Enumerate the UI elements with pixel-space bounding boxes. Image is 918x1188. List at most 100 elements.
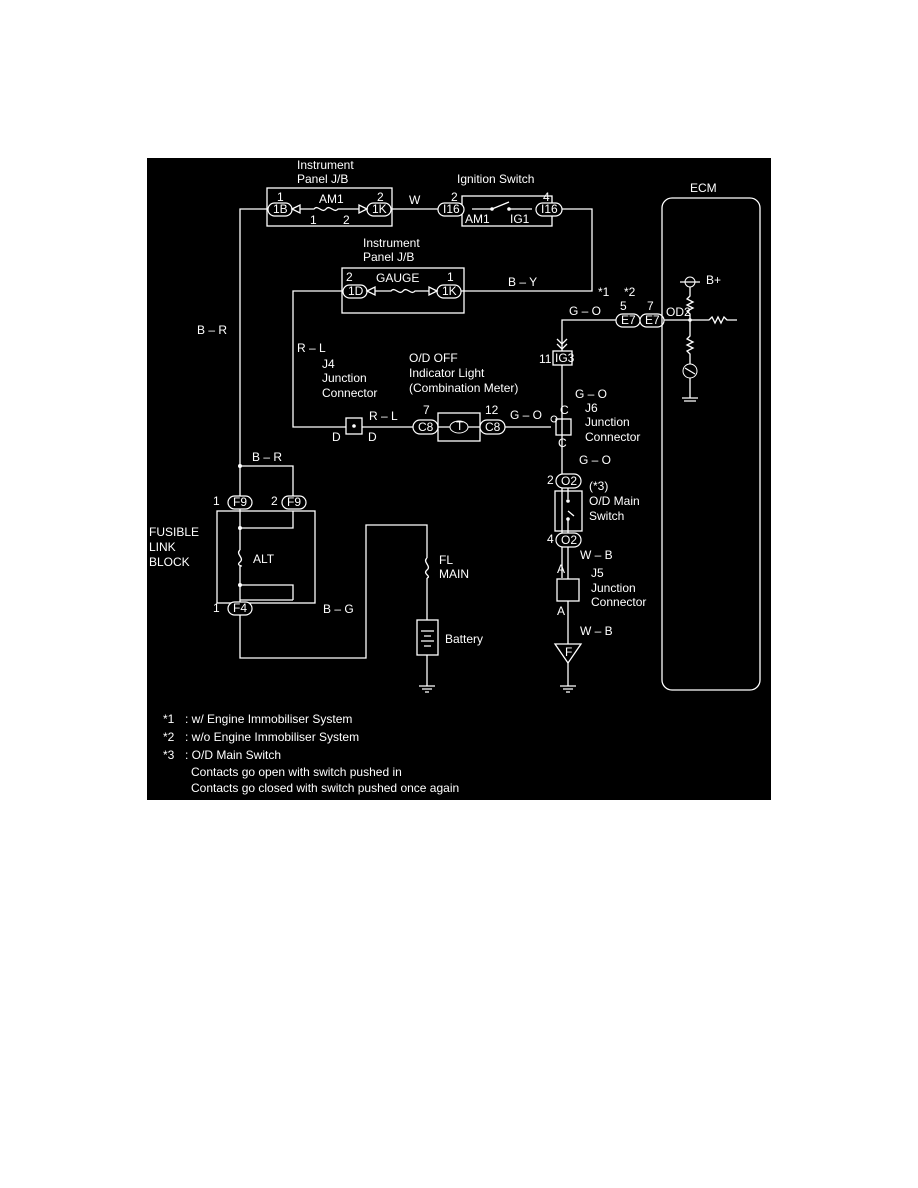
svg-text:F9: F9 xyxy=(233,495,247,509)
sup1-label: *1 xyxy=(598,285,610,299)
b-plus-label: B+ xyxy=(706,273,721,287)
fusible-link-label-line2: LINK xyxy=(149,540,176,554)
alt-fuse-symbol xyxy=(237,549,243,567)
note-1-text: : w/ Engine Immobiliser System xyxy=(185,712,352,726)
pin-label: 1 xyxy=(277,190,284,204)
ip-jb-mid-label-line1: Instrument xyxy=(363,236,420,250)
j6-label-line3: Connector xyxy=(585,430,640,444)
pin-label: 4 xyxy=(543,190,550,204)
j4-label-line3: Connector xyxy=(322,386,377,400)
sup2-label: *2 xyxy=(624,285,636,299)
pin-label: 2 xyxy=(377,190,384,204)
connector-o2-top: O2 xyxy=(555,473,582,489)
pin-label: 1 xyxy=(310,213,317,227)
connector-ig3: IG3 xyxy=(552,350,575,366)
note-1-mark: *1 xyxy=(163,712,175,726)
od-main-label-line3: Switch xyxy=(589,509,624,523)
am1-terminal-label: AM1 xyxy=(465,212,490,226)
bulb-icon xyxy=(449,420,469,434)
wiring-diagram: Instrument Panel J/B 1 AM1 2 1 2 1B 1K I… xyxy=(147,158,771,800)
svg-text:O2: O2 xyxy=(561,533,577,547)
pin-label: 2 xyxy=(271,494,278,508)
fl-main-label-line1: FL xyxy=(439,553,453,567)
pin-label: 1 xyxy=(213,494,220,508)
note-3-detail-1: Contacts go open with switch pushed in xyxy=(191,765,402,779)
diagram-background xyxy=(147,158,771,800)
j6-label-line1: J6 xyxy=(585,401,598,415)
pin-label: 12 xyxy=(485,403,499,417)
pin-label: D xyxy=(332,430,341,444)
od-off-label-line3: (Combination Meter) xyxy=(409,381,518,395)
fl-main-fuse-symbol xyxy=(424,557,430,579)
svg-text:1B: 1B xyxy=(273,202,288,216)
am1-fuse-label: AM1 xyxy=(319,192,344,206)
wire-g-o-j6-lower-label: G – O xyxy=(579,453,611,467)
ignition-switch-label: Ignition Switch xyxy=(457,172,534,186)
svg-text:I16: I16 xyxy=(443,202,460,216)
alt-fuse-label: ALT xyxy=(253,552,275,566)
svg-text:C8: C8 xyxy=(485,420,501,434)
pin-label: 1 xyxy=(213,601,220,615)
wire-b-r-fusible-label: B – R xyxy=(252,450,282,464)
wire-r-l-vertical xyxy=(292,290,346,428)
connector-e7-a: E7 xyxy=(615,313,641,328)
od-main-label-line1: (*3) xyxy=(589,479,608,493)
ecm-box xyxy=(661,197,761,691)
j5-label-line2: Junction xyxy=(591,581,636,595)
connector-c8-left: C8 xyxy=(412,419,439,435)
note-3-detail-2: Contacts go closed with switch pushed on… xyxy=(191,781,459,795)
wire-b-y xyxy=(461,208,593,292)
od2-label: OD2 xyxy=(666,305,691,319)
note-3-mark: *3 xyxy=(163,748,175,762)
wire-b-g-label: B – G xyxy=(323,602,354,616)
svg-text:C8: C8 xyxy=(418,420,434,434)
j6-label-line2: Junction xyxy=(585,415,630,429)
svg-text:1K: 1K xyxy=(442,284,457,298)
pin-label: A xyxy=(557,562,565,576)
od-off-label-line1: O/D OFF xyxy=(409,351,458,365)
wire-r-l-vertical-label: R – L xyxy=(297,341,326,355)
pin-label: 2 xyxy=(547,473,554,487)
wire-b-r-fusible xyxy=(240,465,294,496)
j4-junction-box xyxy=(345,417,363,435)
pin-label: 2 xyxy=(451,190,458,204)
connector-f9-right: F9 xyxy=(281,495,307,510)
od-off-label-line2: Indicator Light xyxy=(409,366,485,380)
pin-label: D xyxy=(368,430,377,444)
battery-label: Battery xyxy=(445,632,483,646)
wire-g-o-top xyxy=(561,319,616,351)
pin-label: 11 xyxy=(539,352,552,366)
connector-f9-left: F9 xyxy=(227,495,253,510)
gauge-fuse-label: GAUGE xyxy=(376,271,419,285)
ip-jb-top-label-line1: Instrument xyxy=(297,158,354,172)
wire-w-b-lower-label: W – B xyxy=(580,624,613,638)
wire-r-l-horizontal-label: R – L xyxy=(369,409,398,423)
svg-text:1K: 1K xyxy=(372,202,387,216)
connector-c8-right: C8 xyxy=(479,419,506,435)
ig1-terminal-label: IG1 xyxy=(510,212,530,226)
ip-jb-top-box xyxy=(266,187,393,227)
j5-label-line3: Connector xyxy=(591,595,646,609)
pin-label: 2 xyxy=(343,213,350,227)
connector-i16-right: I16 xyxy=(535,202,563,217)
svg-text:I16: I16 xyxy=(541,202,558,216)
fusible-link-label-line3: BLOCK xyxy=(149,555,190,569)
pin-label: C xyxy=(560,403,569,417)
j4-label-line1: J4 xyxy=(322,357,335,371)
svg-text:F9: F9 xyxy=(287,495,301,509)
pull-up-resistor xyxy=(685,287,695,364)
svg-text:F4: F4 xyxy=(233,601,247,615)
wire-b-r-left xyxy=(239,208,268,500)
battery-icon xyxy=(421,630,434,647)
ground-symbol xyxy=(560,663,576,693)
wire-g-o-j6-upper-label: G – O xyxy=(575,387,607,401)
note-2-mark: *2 xyxy=(163,730,175,744)
pin-label: 5 xyxy=(620,299,627,313)
connector-1k-top: 1K xyxy=(366,202,392,217)
bulb-glyph: T xyxy=(456,419,464,433)
wire-b-y-label: B – Y xyxy=(508,275,537,289)
j5-label-line1: J5 xyxy=(591,566,604,580)
j6-junction-box xyxy=(555,418,572,436)
wire-b-r-left-label: B – R xyxy=(197,323,227,337)
connector-e7-b: E7 xyxy=(639,313,665,328)
